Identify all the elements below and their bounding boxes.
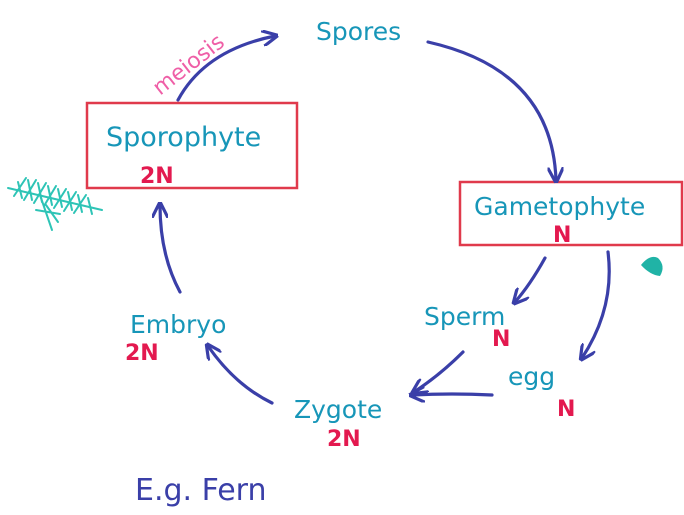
arrow-zygote-to-embryo — [208, 346, 274, 405]
zygote-label: Zygote — [294, 395, 382, 424]
sporophyte-ploidy: 2N — [140, 164, 174, 189]
teal-blob-icon — [641, 256, 663, 276]
arrow-sperm-to-zygote — [414, 350, 465, 392]
embryo-ploidy: 2N — [125, 341, 159, 366]
sporophyte-label: Sporophyte — [106, 122, 261, 153]
egg-ploidy: N — [557, 397, 575, 422]
arrow-sporophyte-to-spores — [176, 36, 275, 102]
sperm-label: Sperm — [424, 302, 505, 331]
fern-sketch-icon — [7, 177, 103, 231]
gametophyte-box — [458, 180, 684, 247]
gametophyte-label: Gametophyte — [474, 192, 645, 221]
example-label: E.g. Fern — [135, 473, 267, 508]
gametophyte-ploidy: N — [553, 223, 571, 248]
sporophyte-box — [85, 101, 299, 190]
egg-label: egg — [508, 362, 555, 391]
sperm-ploidy: N — [492, 327, 510, 352]
meiosis-label: meiosis — [148, 30, 229, 101]
spores-label: Spores — [316, 17, 401, 46]
arrow-embryo-to-sporophyte — [160, 205, 182, 294]
arrow-gametophyte-to-sperm — [515, 256, 547, 302]
arrow-gametophyte-to-egg — [582, 250, 611, 358]
arrow-egg-to-zygote — [412, 394, 494, 395]
arrow-spores-to-gametophyte — [426, 40, 556, 180]
zygote-ploidy: 2N — [327, 427, 361, 452]
embryo-label: Embryo — [130, 310, 226, 339]
